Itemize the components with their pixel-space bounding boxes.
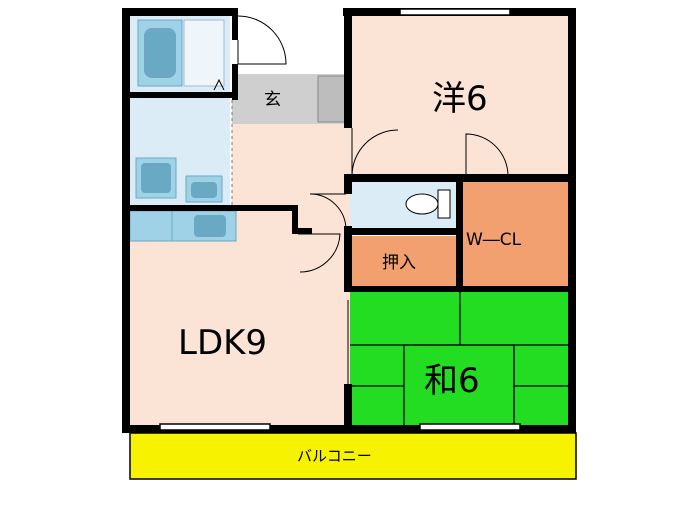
kitchen-counter-icon (129, 210, 237, 242)
ldk-floor (128, 208, 350, 430)
walk-in-closet-floor (462, 180, 570, 288)
faucet-icon (213, 78, 225, 91)
western-room-floor (350, 12, 572, 178)
toilet-icon (405, 189, 451, 219)
balcony-floor (129, 432, 577, 480)
wash-basin-icon (185, 175, 223, 203)
washing-machine-icon (135, 157, 177, 199)
tatami-room (350, 290, 570, 429)
bath-wash-area (183, 19, 225, 87)
balcony-label: バルコニー (297, 447, 372, 465)
bathtub-icon (137, 19, 183, 87)
windows (159, 8, 521, 431)
closet-floor (350, 236, 460, 288)
japanese-room-label: 和6 (424, 361, 480, 401)
ldk-label: LDK9 (178, 323, 267, 363)
walk-in-closet-label: W―CL (466, 230, 522, 250)
western-room-label: 洋6 (432, 79, 488, 119)
door-swings (237, 15, 509, 384)
shoe-cabinet (317, 75, 347, 123)
hallway-floor (232, 120, 350, 210)
entrance-label: 玄 (264, 90, 281, 110)
closet-label: 押入 (382, 253, 416, 273)
